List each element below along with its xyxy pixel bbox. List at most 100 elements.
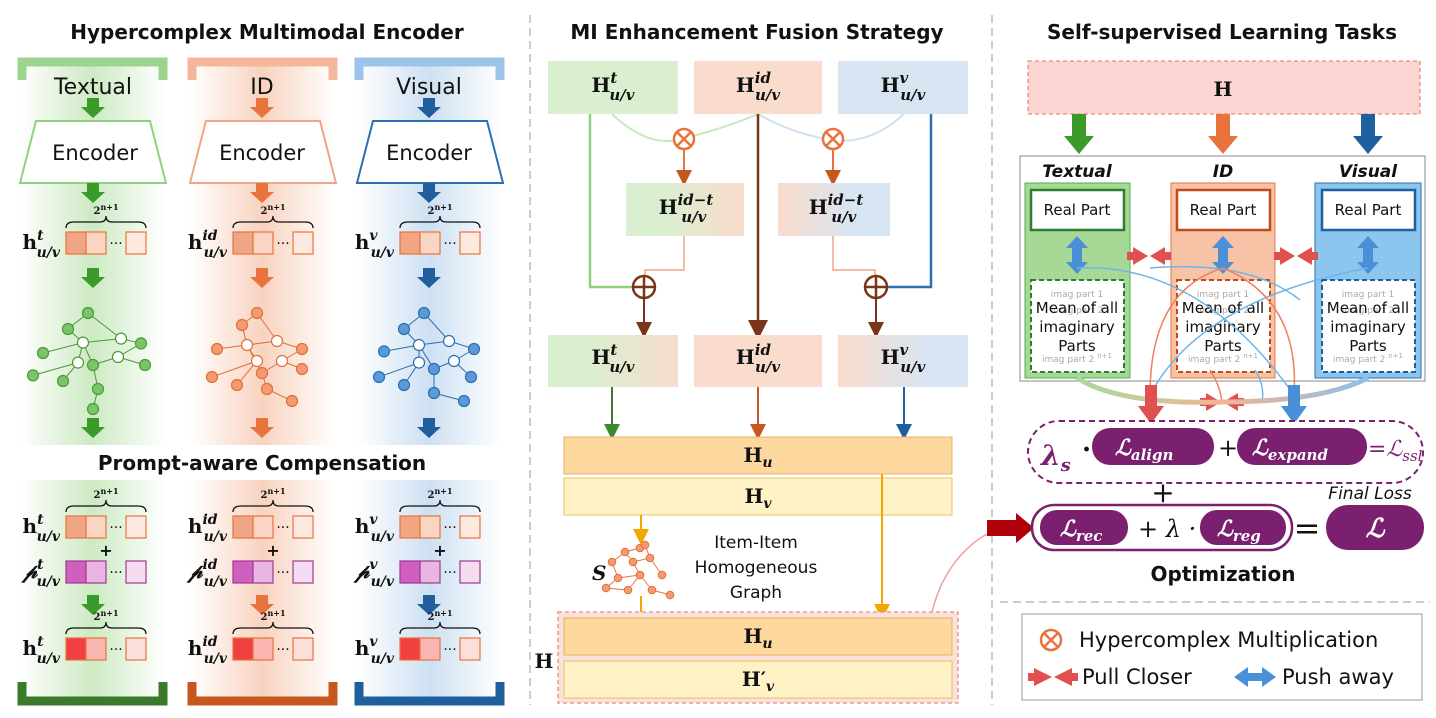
- embedding-cell: [232, 231, 254, 255]
- ellipsis: ···: [109, 236, 122, 252]
- ellipsis: ···: [443, 565, 456, 581]
- graph-node: [657, 570, 667, 580]
- graph-label-line2: Homogeneous: [695, 558, 818, 578]
- dimension-brace: [65, 621, 147, 635]
- graph-node: [255, 366, 269, 380]
- graph-node: [240, 338, 254, 352]
- embedding-cell: [125, 231, 147, 255]
- prompt-cell: [232, 560, 254, 584]
- equals-operator: =: [1294, 509, 1321, 547]
- embedding-cell: [399, 515, 421, 539]
- ssl-modalities-frame: [1019, 155, 1426, 382]
- textual-encoder-label: Encoder: [52, 141, 138, 165]
- ellipsis: ···: [443, 236, 456, 252]
- modality-graphs: [26, 306, 481, 416]
- mean-label-line2: imaginary: [1039, 318, 1115, 336]
- prompt-cell: [252, 560, 274, 584]
- graph-node: [372, 370, 386, 384]
- push-away-icon: [1066, 236, 1088, 274]
- plus-sign: +: [99, 541, 112, 560]
- embedding-cell: [125, 637, 147, 661]
- graph-node: [114, 332, 128, 345]
- graph-label-line1: Item-Item: [714, 533, 798, 553]
- down-arrow-icon: [81, 268, 105, 288]
- down-arrow-icon: [250, 183, 274, 203]
- down-arrow-icon: [250, 98, 274, 118]
- textual-skip-line: [588, 114, 632, 289]
- expand-down-arrow: [1281, 385, 1307, 424]
- down-arrow-icon: [250, 418, 274, 438]
- graph-edge: [378, 362, 420, 378]
- prompt-cell: [125, 560, 147, 584]
- dimension-label: 2n+1: [427, 608, 452, 623]
- optimization-label: Optimization: [1151, 562, 1296, 586]
- fused-h-visual-box: [838, 335, 968, 387]
- mean-label-line1: Mean of all: [1182, 299, 1264, 317]
- id-top-bracket: [187, 57, 338, 80]
- ssl-id-arrow: [1208, 114, 1238, 154]
- hypercomplex-multiplication-icon: [1039, 628, 1063, 652]
- encoder-flow-arrows: [81, 98, 441, 615]
- graph-node: [76, 336, 90, 349]
- ellipsis: ···: [276, 565, 289, 581]
- graph-node: [640, 540, 650, 550]
- graph-node: [427, 386, 441, 400]
- graph-node: [464, 370, 478, 384]
- dimension-brace: [65, 499, 147, 513]
- plus-sign: +: [433, 541, 446, 560]
- add-operator-icon: [863, 274, 889, 300]
- dimension-label: 2n+1: [260, 608, 285, 623]
- to-loss-arrow: [987, 513, 1034, 543]
- real-part-id-label: Real Part: [1190, 201, 1257, 219]
- align-down-arrow: [1138, 385, 1164, 424]
- imag-part-2: imag part 2: [1197, 306, 1249, 316]
- imaginary-parts-box: [1030, 279, 1125, 373]
- graph-node: [442, 334, 456, 348]
- mean-label-line2: imaginary: [1330, 318, 1406, 336]
- embedding-cell: [65, 637, 87, 661]
- modality-graph: [372, 306, 481, 408]
- hu-label: Hu: [743, 443, 772, 471]
- graph-node: [457, 394, 471, 408]
- visual-compensation-bg: [357, 480, 502, 700]
- down-arrow-icon: [417, 595, 441, 615]
- mean-label-line3: Parts: [1058, 337, 1096, 355]
- mean-label-line3: Parts: [1204, 337, 1242, 355]
- imaginary-parts-box: [1321, 279, 1416, 373]
- embedding-cell: [252, 637, 274, 661]
- dimension-brace: [399, 499, 481, 513]
- graph-node: [26, 369, 40, 382]
- fusion-h-textual-box: [548, 61, 678, 114]
- final-hv-prime-bar: [563, 660, 953, 699]
- embedding-cell: [252, 231, 274, 255]
- lambda-weight: + λ ·: [1138, 515, 1196, 543]
- dimension-brace: [65, 215, 147, 229]
- final-hv-prime-label: H′v: [742, 667, 775, 695]
- push-away-icon: [1357, 236, 1379, 274]
- encoder-title: Hypercomplex Multimodal Encoder: [70, 20, 464, 44]
- ssl-visual-label: Visual: [1339, 162, 1398, 182]
- fusion-h-visual-box: [838, 61, 968, 114]
- l-rec: ℒrec: [1060, 516, 1102, 545]
- prompt-cell: [65, 560, 87, 584]
- graph-node: [665, 590, 675, 600]
- l-expand: ℒexpand: [1252, 435, 1328, 464]
- thin-curve: [1149, 265, 1301, 301]
- hv-label: Hv: [744, 484, 772, 512]
- modality-graph: [205, 306, 309, 408]
- ssl-id-label: ID: [1213, 162, 1233, 182]
- graph-node: [205, 370, 219, 384]
- ellipsis: ···: [109, 520, 122, 536]
- id-t-left-line: [644, 236, 685, 276]
- embedding-cell: [232, 515, 254, 539]
